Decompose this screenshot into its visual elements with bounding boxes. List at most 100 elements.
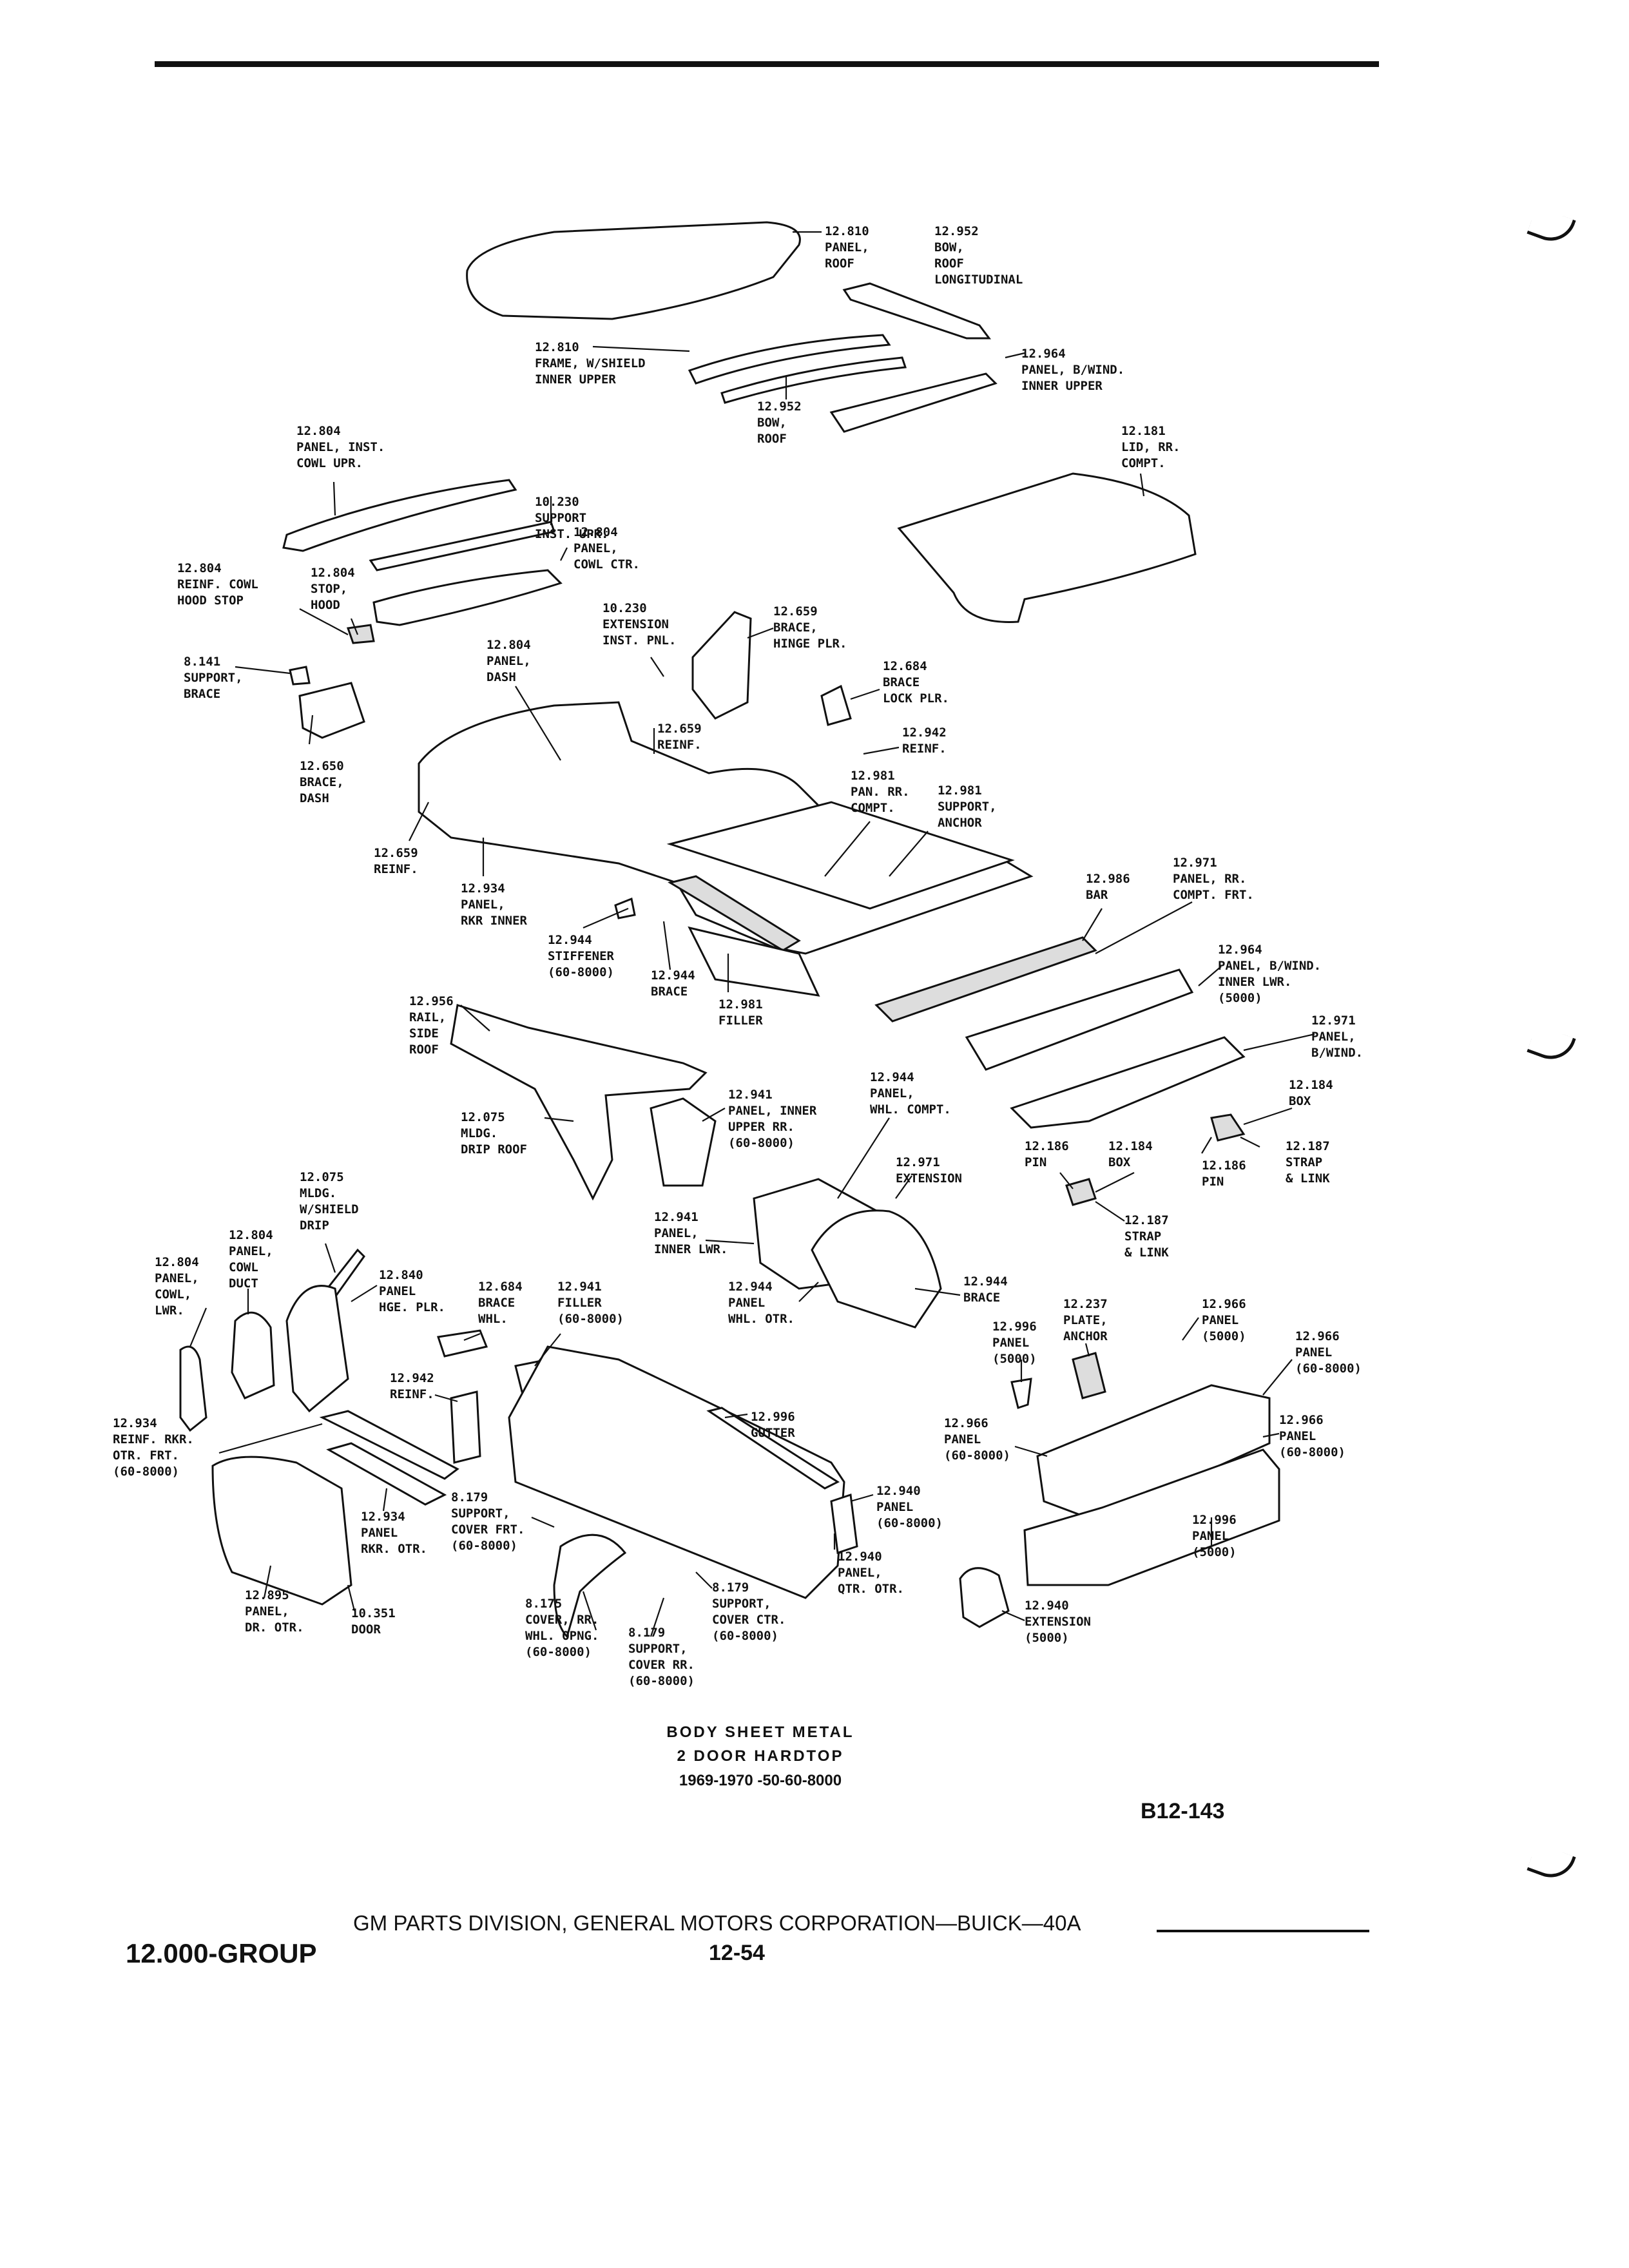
- part-label-line: 12.684: [883, 659, 927, 673]
- part-label-line: 12.964: [1218, 943, 1262, 957]
- part-label-line: ANCHOR: [1063, 1329, 1108, 1343]
- part-label-line: COVER RR.: [628, 1658, 695, 1672]
- part-label-line: HOOD: [311, 598, 340, 612]
- part-label-line: HGE. PLR.: [379, 1300, 445, 1314]
- part-label-line: SUPPORT,: [712, 1597, 771, 1611]
- part-label-line: 12.934: [461, 881, 505, 896]
- part-label-line: PANEL,: [654, 1226, 699, 1240]
- part-label-line: INNER LWR.: [654, 1242, 728, 1256]
- part-label-line: FILLER: [718, 1014, 763, 1028]
- part-label-line: ROOF: [757, 432, 787, 446]
- part-label-line: REINF. COWL: [177, 577, 258, 591]
- part-label-line: REINF.: [902, 742, 947, 756]
- part-label-line: (60-8000): [557, 1312, 624, 1326]
- door-outer-panel-shape: [211, 1456, 352, 1606]
- part-label-line: COWL UPR.: [296, 456, 363, 470]
- part-label-line: GUTTER: [751, 1426, 795, 1440]
- part-label-line: 12.944: [963, 1274, 1008, 1289]
- part-label-line: REINF. RKR.: [113, 1432, 194, 1446]
- part-label-line: BRACE: [963, 1291, 1000, 1305]
- part-label-line: STRAP: [1124, 1229, 1161, 1244]
- part-label-line: (60-8000): [1295, 1361, 1362, 1376]
- roof-panel-shape: [466, 221, 801, 320]
- part-label-line: 12.971: [1173, 856, 1217, 870]
- roof-bow-shape: [720, 356, 907, 404]
- dash-brace-shape: [298, 682, 365, 739]
- part-label-line: 12.952: [934, 224, 979, 238]
- part-label-line: (60-8000): [628, 1674, 695, 1688]
- rear-end-panel-shape: [1036, 1384, 1271, 1522]
- upper-inner-panel-shape: [650, 1097, 717, 1187]
- part-label-line: RAIL,: [409, 1010, 446, 1024]
- part-label-line: (5000): [1218, 991, 1262, 1005]
- part-label-line: WHL. OPNG.: [525, 1629, 599, 1643]
- brace-filler-shape: [688, 926, 820, 997]
- part-label-line: STOP,: [311, 582, 347, 596]
- part-label-line: 12.996: [992, 1320, 1037, 1334]
- part-label-line: PANEL,: [870, 1086, 914, 1100]
- rocker-inner-shape: [668, 875, 801, 952]
- part-label-line: (60-8000): [451, 1539, 517, 1553]
- part-label-line: EXTENSION: [1025, 1615, 1091, 1629]
- footer-publisher: GM PARTS DIVISION, GENERAL MOTORS CORPOR…: [353, 1911, 1081, 1935]
- part-label-line: BRACE: [184, 687, 220, 701]
- part-label-line: PANEL: [1279, 1429, 1316, 1443]
- part-label-line: 12.895: [245, 1588, 289, 1602]
- part-label-line: LWR.: [155, 1303, 184, 1318]
- rocker-outer-panel-shape: [326, 1442, 447, 1506]
- part-label-line: BAR: [1086, 888, 1108, 902]
- part-label-line: WHL. COMPT.: [870, 1102, 951, 1117]
- caption-title: BODY SHEET METAL: [666, 1724, 854, 1741]
- hinge-pillar-brace-shape: [691, 611, 752, 720]
- part-label-line: 12.996: [1192, 1513, 1237, 1527]
- anchor-plate-shape: [1072, 1352, 1106, 1399]
- back-window-upper-panel-shape: [829, 372, 998, 433]
- lock-pillar-brace-shape: [820, 684, 852, 726]
- rear-bar-shape: [874, 936, 1097, 1023]
- part-label-line: DUCT: [229, 1276, 258, 1291]
- rear-extension-shape: [959, 1567, 1010, 1628]
- part-label-line: (60-8000): [525, 1645, 592, 1659]
- roof-bow-longitudinal-shape: [842, 282, 991, 340]
- part-label-line: 12.942: [902, 726, 947, 740]
- part-label-line: 12.186: [1202, 1158, 1246, 1173]
- part-label-line: PANEL: [944, 1432, 981, 1446]
- part-label-line: 12.934: [113, 1416, 157, 1430]
- part-label-line: COWL CTR.: [574, 557, 640, 572]
- part-label-line: EXTENSION: [602, 617, 669, 631]
- part-label-line: 12.804: [229, 1228, 273, 1242]
- part-label-line: (60-8000): [548, 965, 614, 979]
- part-label-line: DOOR: [351, 1622, 381, 1637]
- wheel-opening-cover-shape: [553, 1533, 627, 1639]
- part-label-line: MLDG.: [300, 1186, 336, 1200]
- part-label-line: 12.237: [1063, 1297, 1108, 1311]
- part-label-line: COVER, RR.: [525, 1613, 599, 1627]
- part-label-line: 12.966: [1202, 1297, 1246, 1311]
- part-label-line: RKR INNER: [461, 914, 528, 928]
- part-label-line: 12.804: [487, 638, 531, 652]
- wheel-brace-shape: [437, 1329, 488, 1358]
- part-label-line: (60-8000): [944, 1448, 1010, 1463]
- part-label-line: 12.942: [390, 1371, 434, 1385]
- part-label-line: PANEL,: [245, 1604, 289, 1619]
- cowl-duct-shape: [231, 1311, 275, 1399]
- part-label-line: 10.230: [602, 601, 647, 615]
- part-label-line: PANEL, RR.: [1173, 872, 1246, 886]
